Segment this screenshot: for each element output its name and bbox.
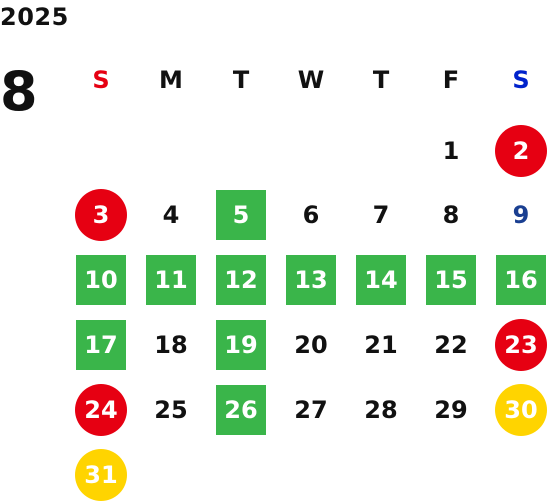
weekday-header-sat: S xyxy=(512,66,530,94)
day-cell-31[interactable]: 31 xyxy=(75,449,127,501)
day-cell-1[interactable]: 1 xyxy=(442,137,460,165)
day-cell-23[interactable]: 23 xyxy=(495,319,547,371)
day-cell-2[interactable]: 2 xyxy=(495,125,547,177)
day-cell-10[interactable]: 10 xyxy=(76,255,126,305)
weekday-header-thu: T xyxy=(372,66,390,94)
day-cell-30[interactable]: 30 xyxy=(495,384,547,436)
day-cell-17[interactable]: 17 xyxy=(76,320,126,370)
weekday-header-wed: W xyxy=(297,66,325,94)
day-cell-8[interactable]: 8 xyxy=(442,201,460,229)
day-cell-9[interactable]: 9 xyxy=(512,201,530,229)
day-cell-16[interactable]: 16 xyxy=(496,255,546,305)
day-cell-19[interactable]: 19 xyxy=(216,320,266,370)
day-cell-15[interactable]: 15 xyxy=(426,255,476,305)
day-cell-12[interactable]: 12 xyxy=(216,255,266,305)
day-cell-5[interactable]: 5 xyxy=(216,190,266,240)
weekday-header-fri: F xyxy=(442,66,460,94)
day-cell-25[interactable]: 25 xyxy=(154,396,188,424)
day-cell-21[interactable]: 21 xyxy=(364,331,398,359)
day-cell-28[interactable]: 28 xyxy=(364,396,398,424)
day-cell-26[interactable]: 26 xyxy=(216,385,266,435)
day-cell-29[interactable]: 29 xyxy=(434,396,468,424)
day-cell-13[interactable]: 13 xyxy=(286,255,336,305)
month-label: 8 xyxy=(0,60,38,123)
day-cell-24[interactable]: 24 xyxy=(75,384,127,436)
day-cell-7[interactable]: 7 xyxy=(372,201,390,229)
weekday-header-sun: S xyxy=(92,66,110,94)
weekday-header-mon: M xyxy=(159,66,183,94)
day-cell-6[interactable]: 6 xyxy=(302,201,320,229)
day-cell-4[interactable]: 4 xyxy=(162,201,180,229)
day-cell-3[interactable]: 3 xyxy=(75,189,127,241)
weekday-header-tue: T xyxy=(232,66,250,94)
day-cell-11[interactable]: 11 xyxy=(146,255,196,305)
day-cell-18[interactable]: 18 xyxy=(154,331,188,359)
day-cell-27[interactable]: 27 xyxy=(294,396,328,424)
day-cell-20[interactable]: 20 xyxy=(294,331,328,359)
year-label: 2025 xyxy=(0,3,69,31)
day-cell-22[interactable]: 22 xyxy=(434,331,468,359)
day-cell-14[interactable]: 14 xyxy=(356,255,406,305)
